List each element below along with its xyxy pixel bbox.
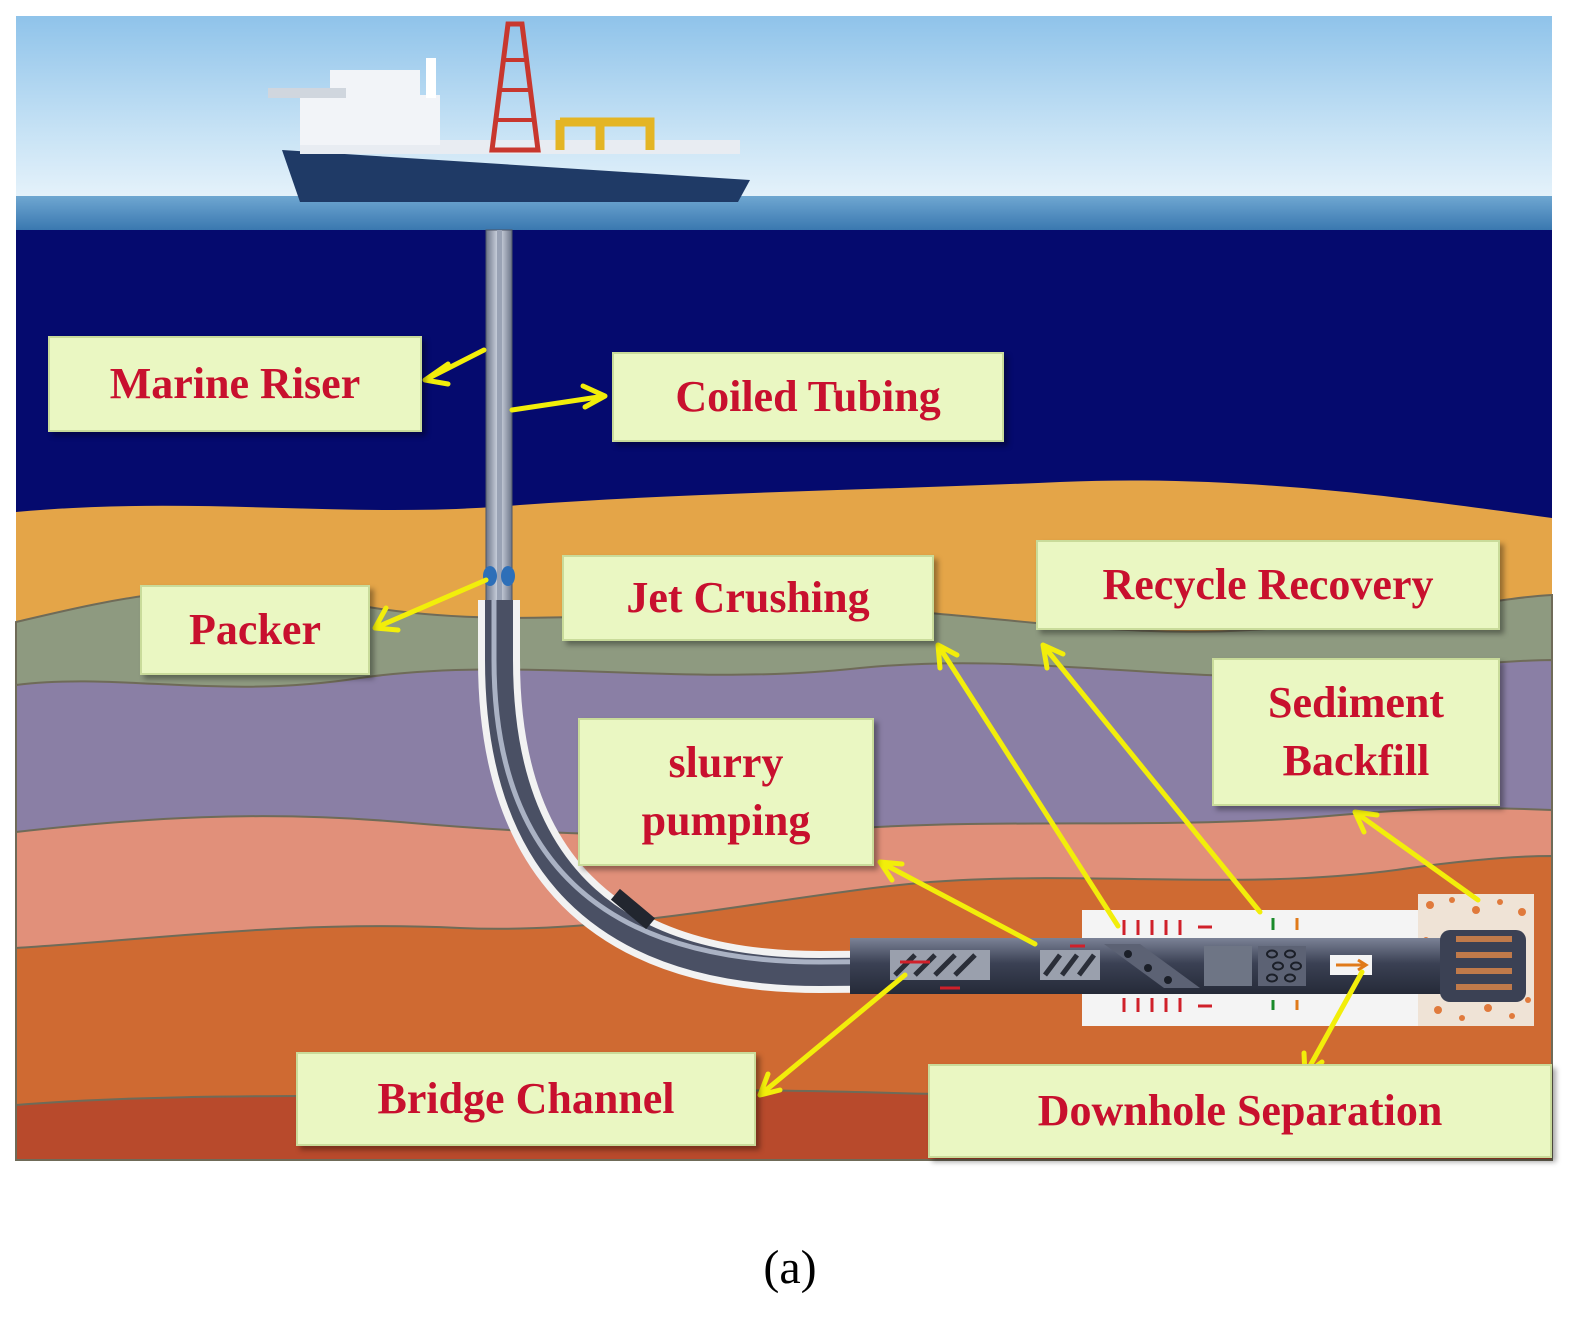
tubing-highlight — [491, 600, 1101, 965]
arrow-sediment-backfill — [1352, 809, 1481, 903]
arrow-coiled-tubing — [509, 383, 608, 413]
label-coiled-tubing: Coiled Tubing — [612, 352, 1004, 442]
label-downhole-separation: Downhole Separation — [928, 1064, 1552, 1158]
slurry-pump-spiral — [1043, 953, 1096, 977]
derrick-lattice — [494, 58, 536, 122]
coiled-tubing-line — [497, 230, 502, 610]
arrow-packer — [372, 577, 489, 633]
downhole-tool — [850, 894, 1534, 1026]
jet-nozzle — [1124, 950, 1132, 958]
arrow-marine-riser — [422, 347, 487, 387]
bridge-channel-spiral — [893, 953, 977, 977]
label-coiled-tubing-text: Coiled Tubing — [675, 372, 941, 421]
label-marine-riser: Marine Riser — [48, 336, 422, 432]
ship-hull — [282, 150, 750, 202]
sky — [16, 16, 1552, 206]
arrow-slurry-pumping — [877, 859, 1038, 947]
jet-nozzle — [1144, 964, 1152, 972]
label-slurry-pumping: slurry pumping — [578, 718, 874, 866]
label-jet-crushing-text: Jet Crushing — [626, 573, 870, 622]
packer-seal-right — [501, 566, 515, 586]
sea-surface — [16, 196, 1552, 230]
drill-ship — [268, 21, 750, 202]
label-bridge-channel-text: Bridge Channel — [377, 1074, 675, 1123]
crushing-flow-arrows — [900, 920, 1212, 1012]
label-packer-text: Packer — [189, 605, 321, 654]
recovery-flow-arrows — [1271, 918, 1299, 1010]
label-jet-crushing: Jet Crushing — [562, 555, 934, 641]
label-marine-riser-text: Marine Riser — [109, 359, 361, 408]
jet-nozzle — [1164, 976, 1172, 984]
label-bridge-channel: Bridge Channel — [296, 1052, 756, 1146]
ship-mast — [426, 58, 436, 98]
separation-flow-arrow — [1336, 958, 1369, 972]
drill-bit-rings — [1456, 936, 1512, 990]
arrow-bridge-channel — [757, 972, 908, 1098]
leader-arrows — [372, 347, 1481, 1098]
recovery-ports — [1266, 949, 1302, 983]
label-downhole-separation-text: Downhole Separation — [1037, 1086, 1443, 1135]
helideck — [268, 88, 346, 98]
ship-superstructure — [300, 95, 440, 145]
tubing-coupling — [610, 888, 656, 930]
label-recycle-recovery-text: Recycle Recovery — [1102, 560, 1434, 609]
arrow-recycle-recovery — [1040, 642, 1263, 915]
arrow-jet-crushing — [935, 642, 1121, 929]
label-packer: Packer — [140, 585, 370, 675]
crane — [555, 117, 655, 150]
figure-caption: (a) — [763, 1241, 817, 1294]
label-slurry-pumping-text: slurry pumping — [641, 738, 811, 845]
label-sediment-backfill-text: Sediment Backfill — [1268, 678, 1444, 785]
derrick — [489, 21, 541, 153]
label-sediment-backfill: Sediment Backfill — [1212, 658, 1500, 806]
label-recycle-recovery: Recycle Recovery — [1036, 540, 1500, 630]
separator-chamber — [1204, 946, 1252, 986]
tubing-bend — [485, 600, 1101, 987]
